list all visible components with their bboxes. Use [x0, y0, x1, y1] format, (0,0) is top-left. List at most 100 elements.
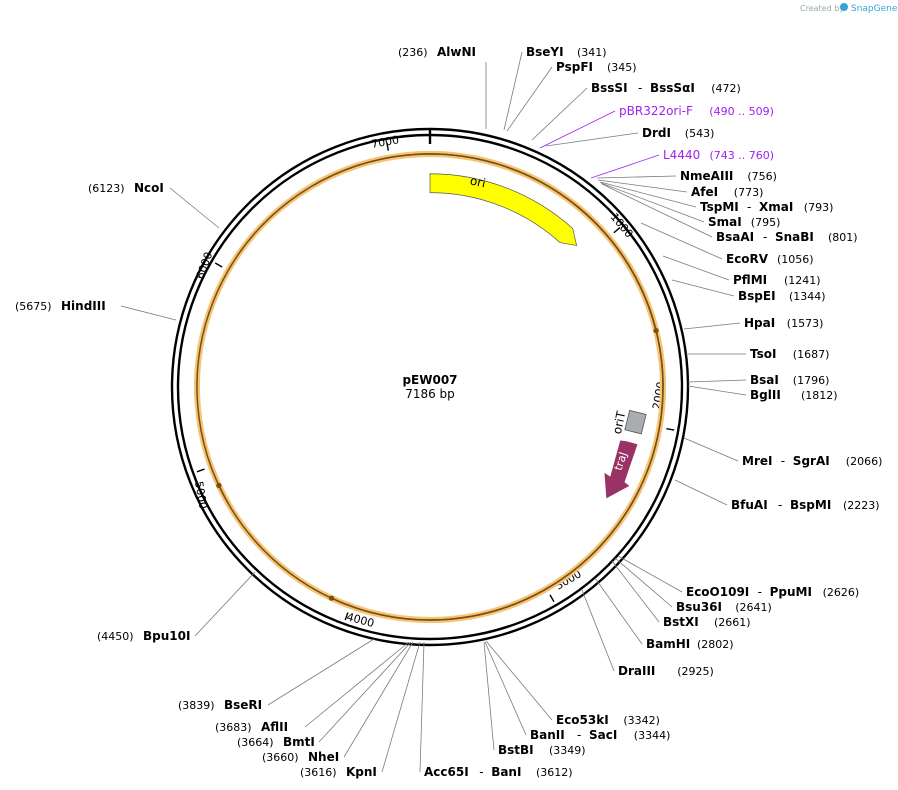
site-name-18[interactable]: BglII	[750, 388, 781, 402]
site-name-20[interactable]: BfuAI	[731, 498, 768, 512]
site-pos-2: (345)	[607, 61, 637, 74]
site-name-21[interactable]: EcoO109I	[686, 585, 749, 599]
traJ-feature-arrow[interactable]	[603, 439, 639, 500]
site-pos-26: (3342)	[623, 714, 660, 727]
leader-35	[194, 571, 256, 637]
site-name-11[interactable]: BsaAI	[716, 230, 754, 244]
site-name-36[interactable]: HindIII	[61, 299, 106, 313]
site-pos-4: (490 .. 509)	[709, 105, 774, 118]
site-pos-36: (5675)	[15, 300, 52, 313]
leader-6	[590, 154, 660, 179]
site-name-27[interactable]: BanII	[530, 728, 565, 742]
site-name-6[interactable]: L4440	[663, 148, 700, 162]
site-name-28[interactable]: BstBI	[498, 743, 534, 757]
snapgene-logo-icon	[840, 3, 848, 11]
site-pos-34: (3839)	[178, 699, 215, 712]
site-name-14[interactable]: BspEI	[738, 289, 776, 303]
site-name-35[interactable]: Bpu10I	[143, 629, 190, 643]
site-name2-27[interactable]: SacI	[589, 728, 617, 742]
site-pos-24: (2802)	[697, 638, 734, 651]
site-dash-19: -	[781, 454, 785, 468]
site-name-15[interactable]: HpaI	[744, 316, 775, 330]
site-name-4[interactable]: pBR322ori-F	[619, 104, 693, 118]
site-name-0[interactable]: AlwNI	[437, 45, 476, 59]
site-pos-33: (3683)	[215, 721, 252, 734]
site-pos-28: (3349)	[549, 744, 586, 757]
leader-9	[599, 181, 697, 208]
leader-4	[539, 110, 616, 149]
leader-26	[485, 640, 553, 721]
site-name-31[interactable]: NheI	[308, 750, 339, 764]
leader-10	[600, 182, 705, 223]
site-name2-21[interactable]: PpuMI	[770, 585, 812, 599]
site-pos-13: (1241)	[784, 274, 821, 287]
site-pos-23: (2661)	[714, 616, 751, 629]
tick-mark-5000	[196, 468, 205, 473]
tick-mark-1000	[613, 227, 621, 234]
site-name-16[interactable]: TsoI	[750, 347, 776, 361]
leader-21	[617, 555, 683, 593]
orf-3-arrowhead	[328, 595, 335, 601]
site-name-22[interactable]: Bsu36I	[676, 600, 722, 614]
leader-5	[545, 132, 639, 147]
site-name2-9[interactable]: XmaI	[759, 200, 793, 214]
tick-mark-7000	[386, 142, 390, 151]
site-name-19[interactable]: MreI	[742, 454, 772, 468]
tick-label-6000: 6000	[194, 250, 216, 281]
leader-25	[581, 589, 615, 672]
tick-label-5000: 5000	[192, 480, 210, 510]
site-name2-11[interactable]: SnaBI	[775, 230, 814, 244]
leader-28	[483, 641, 495, 751]
site-name-10[interactable]: SmaI	[708, 215, 742, 229]
ori-feature-arrow[interactable]	[429, 173, 578, 246]
site-name-32[interactable]: BmtI	[283, 735, 315, 749]
site-name-5[interactable]: DrdI	[642, 126, 671, 140]
site-name-30[interactable]: KpnI	[346, 765, 377, 779]
feature-group: ori oriT traJ	[194, 151, 666, 623]
site-name-25[interactable]: DraIII	[618, 664, 655, 678]
site-pos-14: (1344)	[789, 290, 826, 303]
site-name-12[interactable]: EcoRV	[726, 252, 769, 266]
site-pos-7: (756)	[747, 170, 777, 183]
oriT-feature-box[interactable]	[624, 409, 647, 435]
site-name-3[interactable]: BssSI	[591, 81, 628, 95]
leader-34	[267, 638, 375, 706]
site-name-34[interactable]: BseRI	[224, 698, 262, 712]
site-name-33[interactable]: AflII	[261, 720, 288, 734]
orf-3-core[interactable]	[196, 153, 664, 621]
leader-11	[601, 183, 713, 238]
site-name2-29[interactable]: BanI	[491, 765, 521, 779]
site-name-37[interactable]: NcoI	[134, 181, 164, 195]
site-name-24[interactable]: BamHI	[646, 637, 690, 651]
site-name-8[interactable]: AfeI	[691, 185, 718, 199]
tick-label-7000: 7000	[370, 133, 400, 151]
leader-24	[594, 577, 643, 645]
leader-36	[120, 305, 177, 321]
leader-22	[614, 557, 673, 608]
site-pos-9: (793)	[804, 201, 834, 214]
site-name2-19[interactable]: SgrAI	[793, 454, 830, 468]
site-name-23[interactable]: BstXI	[663, 615, 699, 629]
site-dash-29: -	[479, 765, 483, 779]
site-pos-11: (801)	[828, 231, 858, 244]
site-pos-30: (3616)	[300, 766, 337, 779]
site-pos-29: (3612)	[536, 766, 573, 779]
site-name-7[interactable]: NmeAIII	[680, 169, 733, 183]
site-name-26[interactable]: Eco53kI	[556, 713, 609, 727]
leader-19	[683, 437, 739, 462]
site-pos-15: (1573)	[787, 317, 824, 330]
leader-8	[597, 179, 688, 193]
site-name-9[interactable]: TspMI	[700, 200, 739, 214]
site-name-1[interactable]: BseYI	[526, 45, 564, 59]
site-name-17[interactable]: BsaI	[750, 373, 779, 387]
site-name2-20[interactable]: BspMI	[790, 498, 831, 512]
site-pos-22: (2641)	[735, 601, 772, 614]
site-dash-21: -	[758, 585, 762, 599]
site-name-29[interactable]: Acc65I	[424, 765, 469, 779]
site-dash-20: -	[778, 498, 782, 512]
site-name-13[interactable]: PflMI	[733, 273, 767, 287]
site-name-2[interactable]: PspFI	[556, 60, 593, 74]
site-name2-3[interactable]: BssSαI	[650, 81, 695, 95]
